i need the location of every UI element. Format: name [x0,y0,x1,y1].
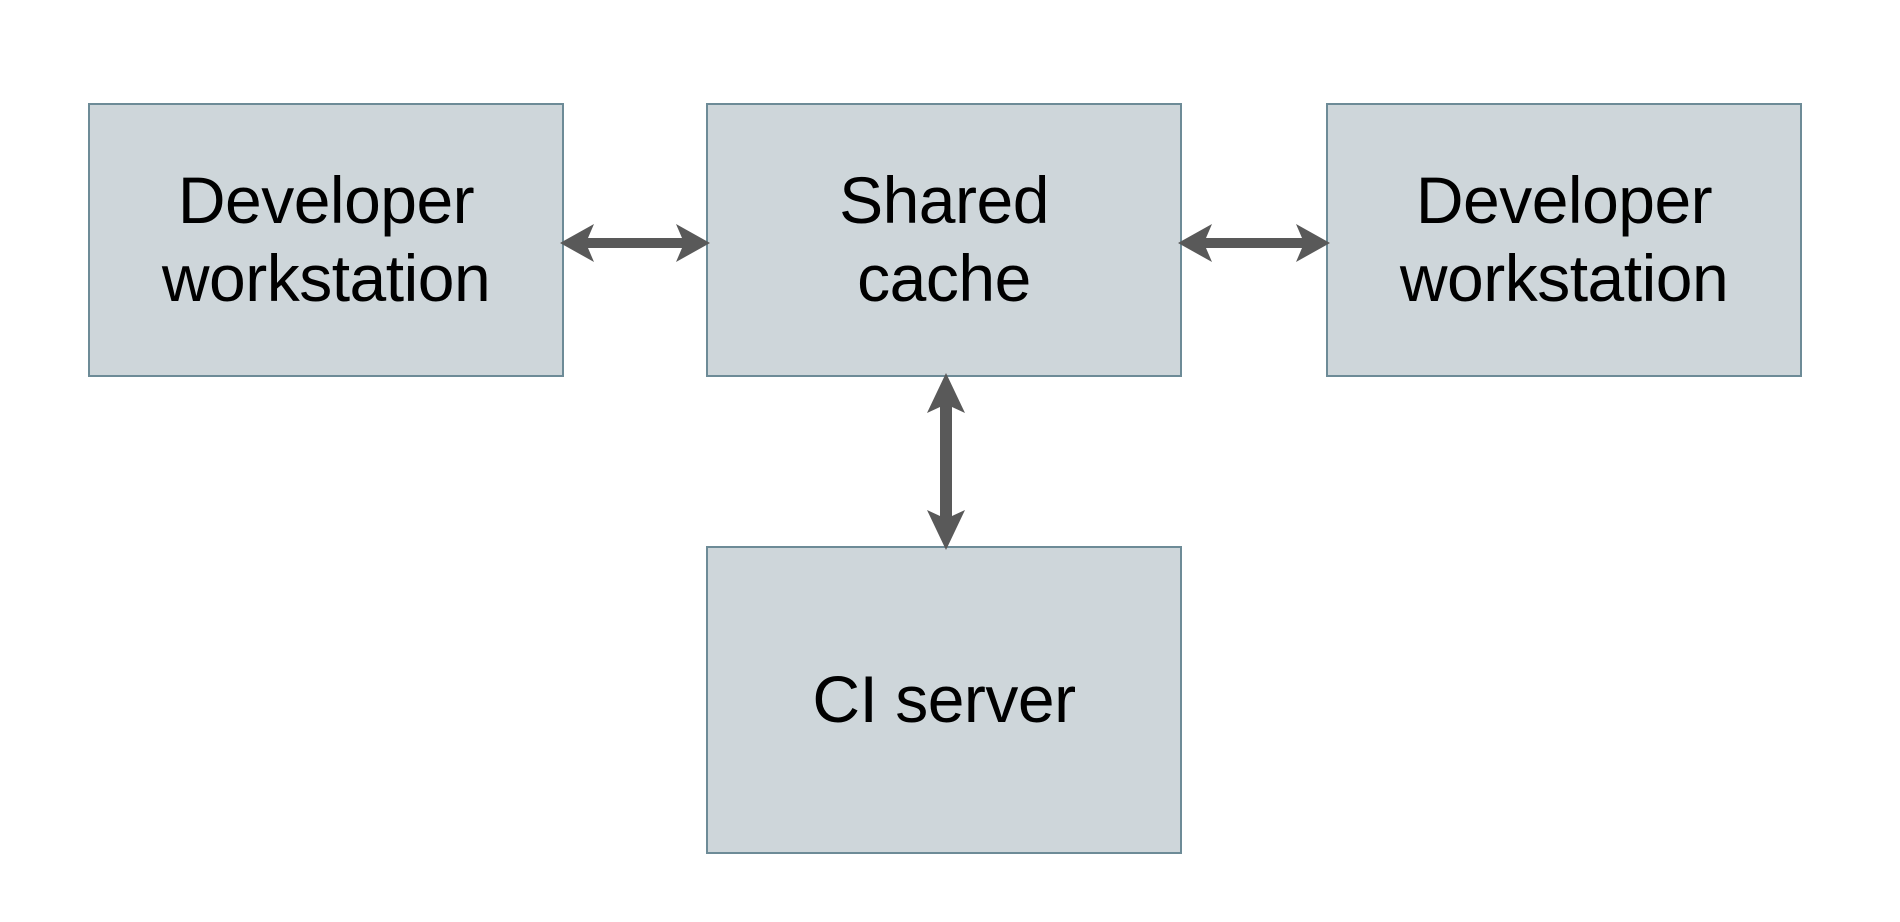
node-label: Developer workstation [161,163,491,315]
double-arrow-icon-cache-to-workstation [1178,212,1330,274]
node-developer-workstation-right[interactable]: Developer workstation [1326,103,1802,377]
double-arrow-icon-workstation-to-cache [560,212,710,274]
node-label: Developer workstation [1399,163,1729,315]
node-developer-workstation-left[interactable]: Developer workstation [88,103,564,377]
node-label: Shared cache [839,163,1049,315]
node-label: CI server [812,662,1076,737]
node-ci-server[interactable]: CI server [706,546,1182,854]
node-shared-cache[interactable]: Shared cache [706,103,1182,377]
double-arrow-icon-cache-to-ci-server [915,373,977,550]
